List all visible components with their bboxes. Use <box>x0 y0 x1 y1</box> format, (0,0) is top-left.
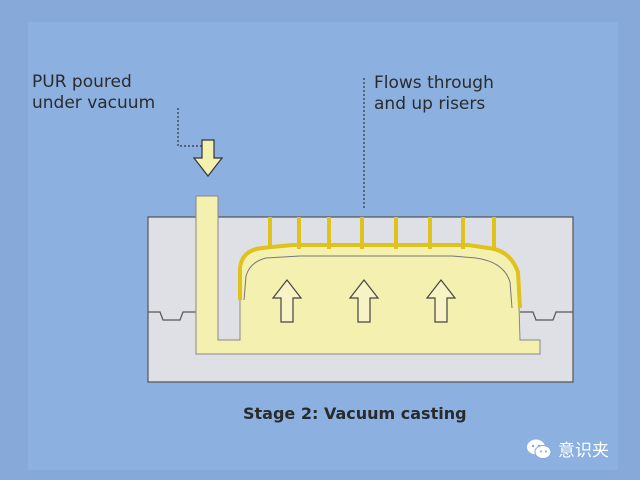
flow-arrows <box>271 279 457 323</box>
riser <box>428 217 432 249</box>
up-arrow-icon <box>425 279 457 323</box>
up-arrow-icon <box>271 279 303 323</box>
parting-line-left <box>148 311 205 321</box>
pour-label: PUR poured under vacuum <box>32 72 156 113</box>
cavity-inner-outline <box>243 255 513 309</box>
riser <box>297 217 301 249</box>
riser <box>268 217 272 249</box>
diagram-caption: Stage 2: Vacuum casting <box>243 404 467 423</box>
riser <box>360 217 364 249</box>
riser <box>492 217 496 249</box>
riser <box>394 217 398 249</box>
resin-flow-line <box>238 243 522 309</box>
riser <box>327 217 331 249</box>
watermark: 意识夹 <box>526 436 609 461</box>
up-arrow-icon <box>348 279 380 323</box>
flow-label: Flows through and up risers <box>374 73 494 114</box>
wechat-icon <box>527 439 552 459</box>
riser <box>461 217 465 249</box>
watermark-text: 意识夹 <box>558 441 609 461</box>
risers <box>268 217 496 249</box>
parting-line-right <box>520 311 573 321</box>
pour-leader-line <box>177 108 207 147</box>
pour-arrow-icon <box>192 139 224 177</box>
